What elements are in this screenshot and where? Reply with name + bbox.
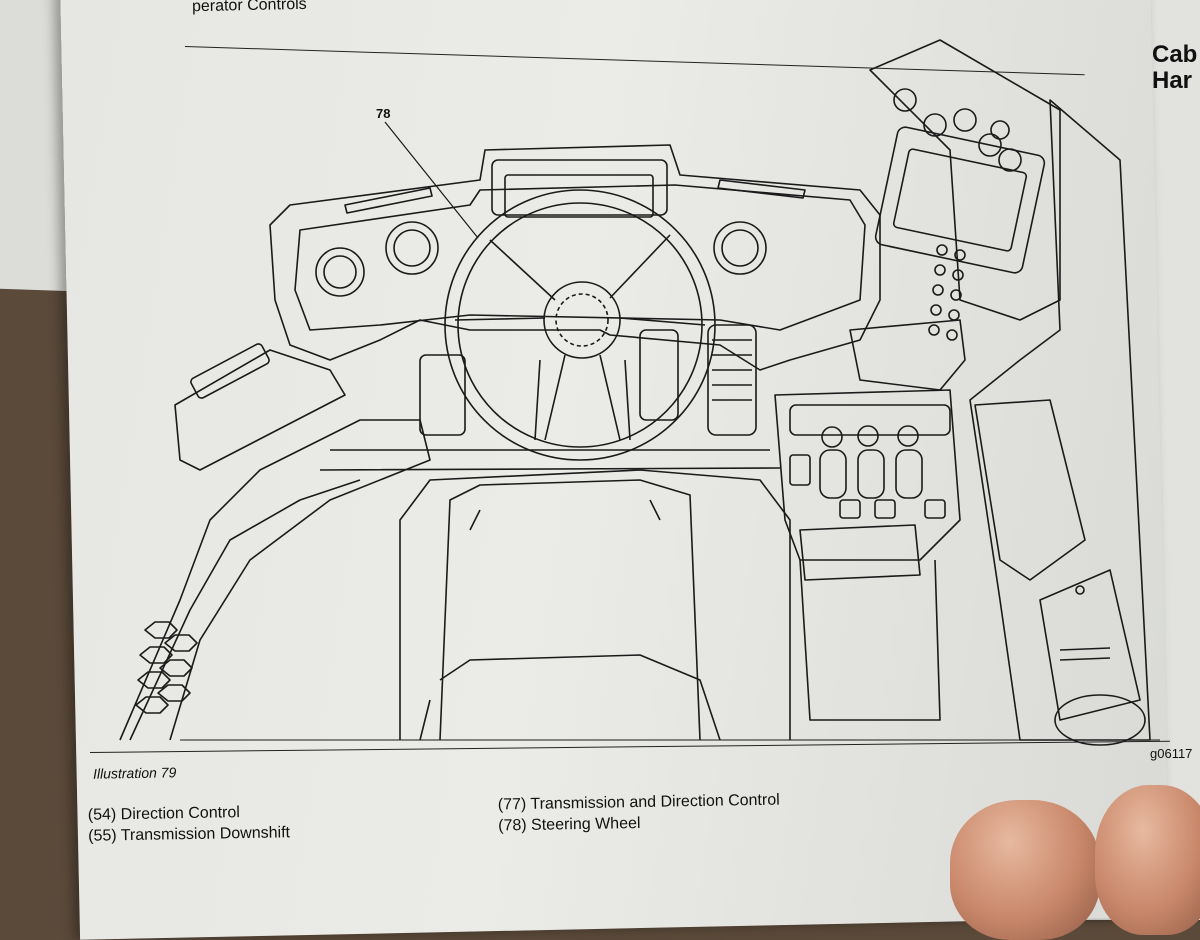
callout-78-leader [384, 121, 479, 239]
pillar-knobs [893, 88, 1022, 172]
left-gauge [385, 221, 439, 275]
steering-wheel-hub [543, 281, 621, 359]
dashboard-inner [294, 184, 866, 331]
center-display [491, 159, 668, 216]
floor-honeycomb [135, 621, 198, 714]
dashboard-outline [269, 144, 881, 371]
pillar-display [874, 126, 1046, 274]
right-vent [717, 179, 806, 199]
left-switch-bar [190, 343, 270, 399]
joystick-3 [895, 449, 923, 499]
cab-interior-illustration [119, 39, 1160, 746]
operator-seat [399, 469, 791, 740]
finger-left [950, 800, 1100, 940]
facing-page-heading: Cab Har [1152, 42, 1197, 94]
right-pillar [869, 39, 1061, 321]
joystick-1 [819, 449, 847, 499]
right-pedal [707, 324, 757, 436]
left-pedal [419, 354, 466, 436]
pillar-keypad [928, 244, 966, 341]
facing-heading-line-2: Har [1152, 67, 1193, 94]
right-armrest-console [774, 389, 961, 561]
finger-right [1095, 785, 1200, 935]
illustration-caption: Illustration 79 [92, 764, 177, 782]
legend-right: (77) Transmission and Direction Control … [498, 790, 781, 837]
callout-78: 78 [376, 106, 391, 121]
left-console [174, 349, 346, 471]
fuel-gauge [315, 247, 365, 297]
joystick-2 [857, 449, 885, 499]
facing-heading-line-1: Cab [1152, 41, 1198, 68]
legend-item-55: (55) Transmission Downshift [88, 824, 291, 845]
right-side-wall [969, 99, 1151, 741]
legend-left: (54) Direction Control (55) Transmission… [88, 801, 291, 847]
right-gauge [713, 221, 767, 275]
left-vent [344, 187, 433, 214]
center-lever [639, 329, 679, 421]
graphic-id: g06117 [1150, 746, 1193, 761]
